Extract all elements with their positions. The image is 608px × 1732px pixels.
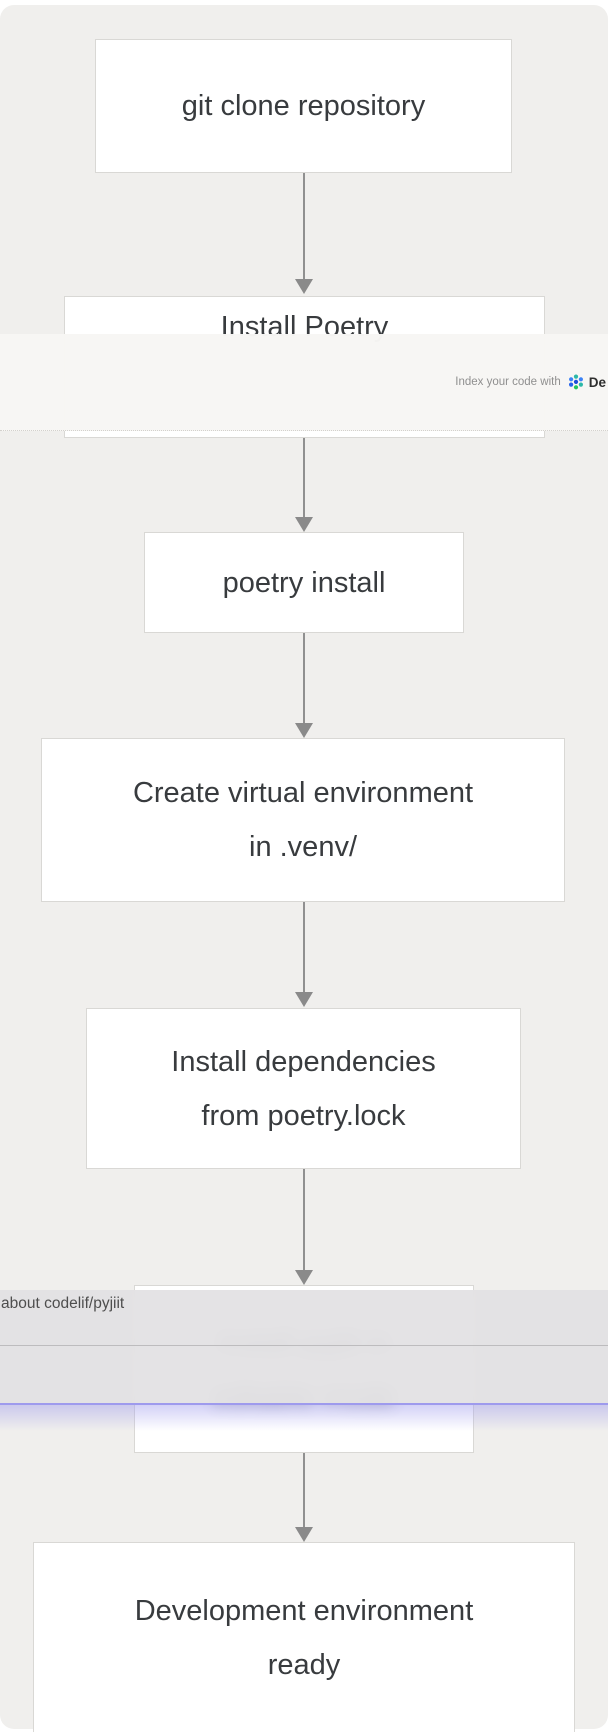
arrow-shaft — [303, 173, 305, 280]
focus-glow-fade — [0, 1405, 608, 1431]
arrow-head-icon — [295, 1527, 313, 1542]
node-label: in .venv/ — [249, 831, 357, 863]
arrow-shaft — [303, 1453, 305, 1528]
arrow-head-icon — [295, 723, 313, 738]
promo-brand-label[interactable]: De — [588, 374, 606, 390]
node-label: Install dependencies — [171, 1045, 436, 1078]
arrow-head-icon — [295, 992, 313, 1007]
deepwiki-logo-icon — [568, 374, 583, 390]
arrow-shaft — [303, 1169, 305, 1271]
flow-node-poetry-install: poetry install — [144, 532, 464, 633]
suggestion-divider — [0, 1345, 608, 1346]
promo-banner[interactable]: Index your code with De — [0, 334, 608, 431]
promo-banner-text: Index your code with — [455, 376, 561, 388]
diagram-canvas: git clone repository Install Poetry poet… — [0, 5, 608, 1732]
node-label: Create virtual environment — [132, 777, 474, 809]
arrow-head-icon — [295, 1270, 313, 1285]
flow-node-install-deps: Install dependencies from poetry.lock — [86, 1008, 521, 1169]
arrow-head-icon — [295, 517, 313, 532]
node-label: Development environment — [134, 1594, 474, 1627]
node-label: ready — [267, 1648, 341, 1681]
arrow-shaft — [303, 902, 305, 993]
node-label: git clone repository — [181, 90, 426, 122]
node-label: from poetry.lock — [201, 1099, 406, 1132]
flow-node-git-clone: git clone repository — [95, 39, 512, 173]
node-label: poetry install — [222, 566, 386, 599]
flow-node-create-venv: Create virtual environment in .venv/ — [41, 738, 565, 902]
flow-node-env-ready: Development environment ready — [33, 1542, 575, 1732]
arrow-shaft — [303, 633, 305, 724]
suggestion-item-label[interactable]: about codelif/pyjiit — [1, 1295, 125, 1312]
focus-glow-line — [0, 1403, 608, 1405]
suggestion-input-row[interactable] — [0, 1346, 608, 1403]
suggestion-item-row[interactable]: about codelif/pyjiit — [0, 1290, 608, 1345]
arrow-shaft — [303, 438, 305, 518]
arrow-head-icon — [295, 279, 313, 294]
